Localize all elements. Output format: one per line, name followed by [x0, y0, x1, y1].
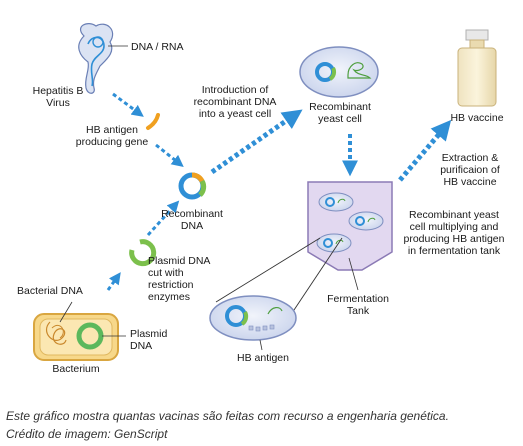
recombinant-dna-ring — [178, 172, 207, 200]
magnified-yeast-cell-icon — [209, 295, 297, 341]
label-hb-antigen: HB antigen — [237, 352, 289, 364]
diagram-graphics — [33, 23, 497, 361]
tank-pointer — [348, 257, 359, 291]
arrow-virus-to-gene — [112, 92, 144, 117]
arrow-recombinant-to-yeast — [210, 109, 303, 175]
caption-credit: Crédito de imagem: GenScript — [6, 427, 168, 441]
label-bacterium: Bacterium — [52, 363, 100, 375]
arrow-gene-to-recombinant — [155, 143, 184, 167]
arrow-bacterium-to-plasmid — [106, 272, 121, 291]
caption-text: Este gráfico mostra quantas vacinas são … — [6, 409, 449, 423]
recombinant-yeast-cell-icon — [299, 46, 379, 98]
vaccine-bottle-icon — [457, 29, 497, 107]
label-hb-vaccine: HB vaccine — [450, 112, 504, 124]
label-bacterial-dna: Bacterial DNA — [17, 285, 83, 297]
bacterium-icon — [33, 313, 119, 361]
bacterial-dna-pointer — [59, 301, 73, 323]
hepatitis-b-virus-icon — [78, 23, 114, 94]
zoom-line-left — [215, 237, 321, 303]
hb-antigen-pointer — [259, 339, 263, 351]
fermentation-tank-icon — [307, 181, 393, 271]
arrow-tank-to-vaccine — [398, 119, 452, 182]
label-dna-rna: DNA / RNA — [131, 41, 184, 53]
zoom-line-right — [285, 237, 343, 323]
cut-plasmid-icon — [129, 239, 157, 267]
gene-fragment-icon — [146, 113, 160, 130]
